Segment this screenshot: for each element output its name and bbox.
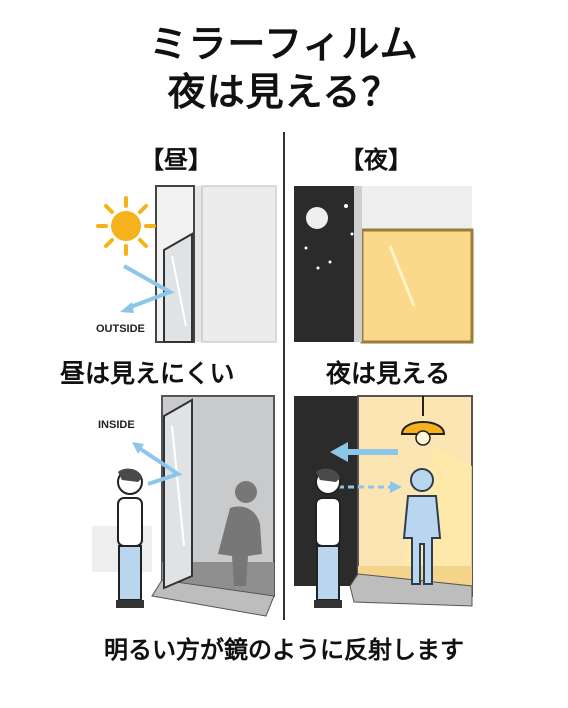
blurred-person-silhouette xyxy=(218,481,262,586)
sightline-arrow-icon xyxy=(338,481,402,493)
stars-icon xyxy=(304,204,354,270)
light-arrow-icon xyxy=(330,442,398,462)
person-day-icon xyxy=(116,468,144,608)
page-subtitle: 夜は見える？ xyxy=(167,70,401,114)
moon-icon xyxy=(306,207,328,229)
night-exterior-panel xyxy=(294,186,474,344)
page-title: ミラーフィルム xyxy=(149,22,419,66)
footer-caption: 明るい方が鏡のように反射します xyxy=(104,636,464,664)
day-label: 【昼】 xyxy=(140,146,212,174)
inside-label: INSIDE xyxy=(98,419,135,431)
ceiling-lamp-icon xyxy=(400,396,446,446)
night-caption: 夜は見える xyxy=(326,359,451,388)
inside-arrow-icon xyxy=(132,442,183,486)
reflection-arrow-icon xyxy=(120,264,175,313)
outside-label: OUTSIDE xyxy=(96,323,145,335)
sun-icon xyxy=(96,196,156,256)
day-exterior-panel xyxy=(155,185,277,343)
center-divider xyxy=(283,132,285,620)
day-caption: 昼は見えにくい xyxy=(60,359,235,388)
indoor-person-icon xyxy=(402,468,442,585)
day-interior-panel xyxy=(92,395,275,617)
night-label: 【夜】 xyxy=(340,146,412,174)
person-night-icon xyxy=(314,468,342,608)
